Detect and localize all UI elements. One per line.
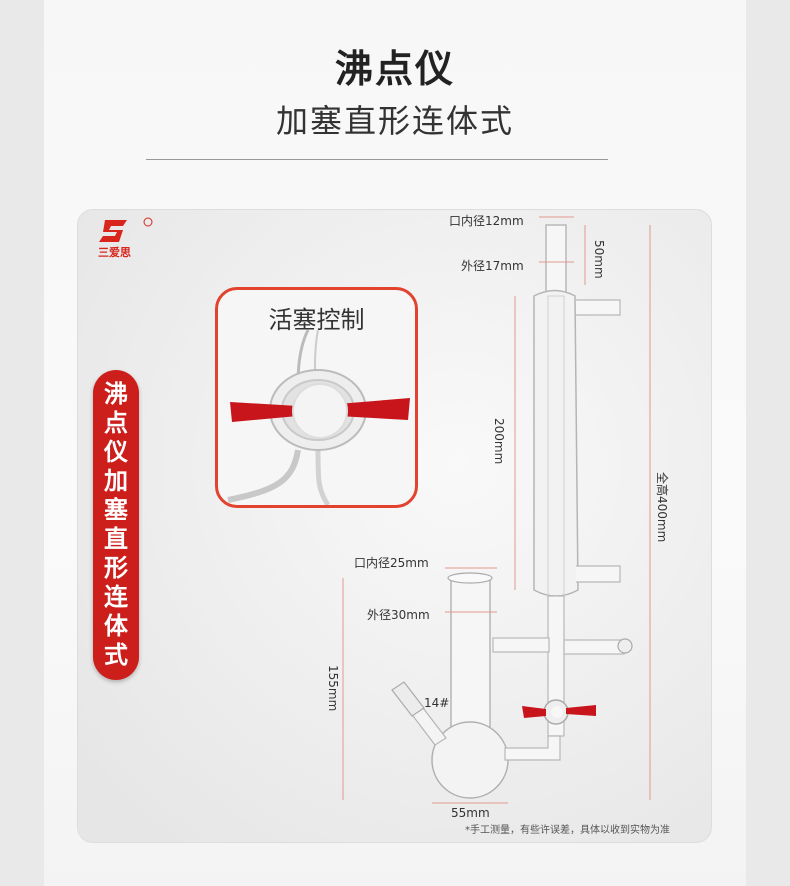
brand-logo-icon [99,217,153,242]
top-inner-diameter-label: 口内径12mm [449,214,524,228]
total-height-label: 全高400mm [655,472,669,543]
page-title: 沸点仪 [334,47,455,91]
bulb-diameter-label: 55mm [451,806,490,820]
inset-label: 活塞控制 [268,306,365,334]
brand-name: 三爱思 [98,246,131,259]
stopcock-closeup-illustration [227,329,410,505]
title-divider [146,159,608,160]
top-outer-diameter-label: 外径17mm [461,259,524,273]
page-subtitle: 加塞直形连体式 [275,102,514,140]
flask-outer-diameter-label: 外径30mm [367,608,430,622]
stopcock-inset: 活塞控制 [215,287,418,508]
top-length-label: 50mm [592,240,606,279]
side-badge-text: 沸点仪 加塞直形连体式 [93,380,139,670]
flask-height-label: 155mm [326,665,340,712]
measurement-note: *手工测量，有些许误差，具体以收到实物为准 [465,825,670,836]
flask-inner-diameter-label: 口内径25mm [354,556,429,570]
side-badge-label: 沸点仪 加塞直形连体式 [104,380,128,669]
side-badge: 沸点仪 加塞直形连体式 [93,370,139,680]
condenser-length-label: 200mm [492,418,506,465]
joint-size-label: 14# [424,696,450,710]
